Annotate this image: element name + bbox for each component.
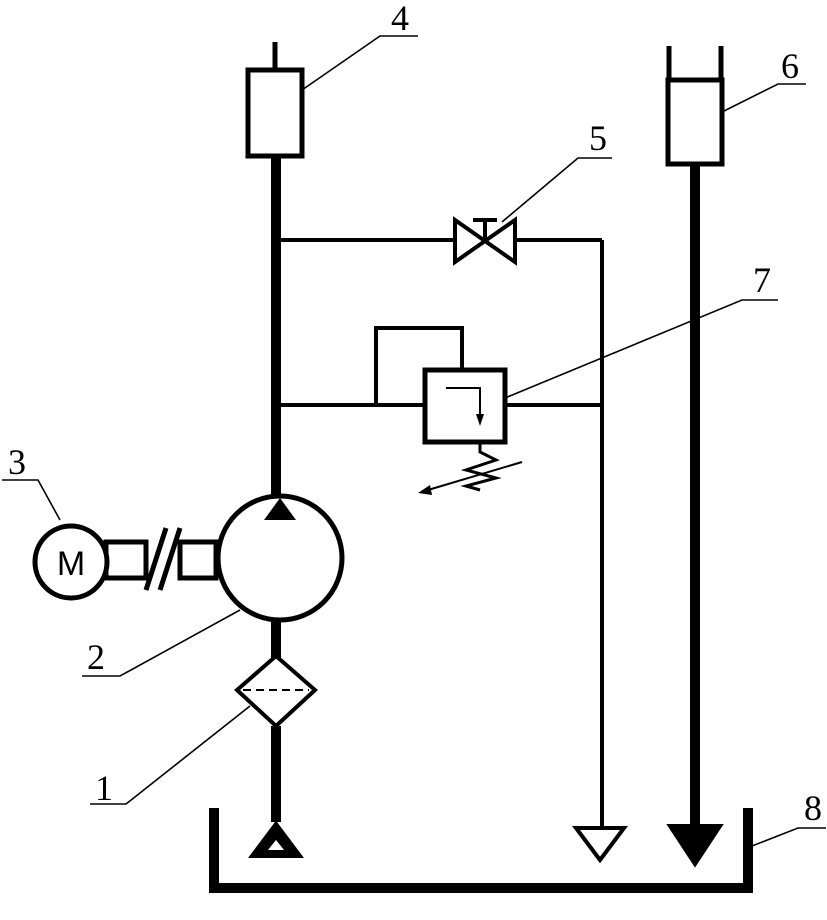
leader-5: [501, 157, 612, 223]
leader-1: [90, 705, 251, 805]
cylinder-4: [245, 42, 305, 159]
callout-1: 1: [95, 768, 113, 808]
cylinder-4-body: [245, 67, 305, 159]
callout-4: 4: [391, 0, 409, 38]
filter-1: [234, 653, 318, 729]
coupling-link-a: [143, 527, 169, 591]
valve-5-left-triangle: [453, 216, 489, 266]
cylinder-6-body: [665, 77, 725, 167]
pump-2: [215, 493, 345, 623]
leader-6: [721, 83, 806, 113]
relief-valve-7-pilot-line: [374, 326, 464, 405]
relief-valve-7-arrow-head: [476, 414, 484, 426]
leader-2: [82, 609, 241, 677]
suction-inlet-inner: [268, 840, 284, 850]
leader-3: [2, 479, 61, 521]
cylinder-6: [665, 46, 725, 167]
callout-7: 7: [753, 260, 771, 300]
motor-3-body: [32, 523, 110, 601]
leader-8: [751, 827, 826, 847]
valve-5-right-triangle: [481, 216, 517, 266]
motor-3: M: [32, 523, 110, 601]
tank-8: [209, 808, 753, 893]
leader-7: [504, 299, 778, 399]
relief-valve-7: [374, 326, 523, 495]
cylinder-6-drain-outlet: [666, 824, 724, 868]
relief-valve-7-body: [422, 367, 508, 445]
callout-8: 8: [804, 788, 822, 828]
motor-3-letter: M: [57, 545, 85, 583]
coupling-right-half: [177, 539, 219, 581]
leader-4: [301, 35, 418, 91]
callout-5: 5: [589, 118, 607, 158]
coupling-left-half: [103, 539, 149, 581]
relief-valve-7-spring: [460, 442, 502, 492]
relief-valve-7-adjust-arrow: [427, 461, 523, 491]
return-line-outlet: [572, 826, 628, 864]
callout-3: 3: [8, 442, 26, 482]
valve-5: [453, 216, 517, 266]
coupling: [103, 527, 219, 591]
relief-valve-7-flow-arrow: [446, 387, 481, 418]
pump-2-direction-triangle: [264, 498, 296, 520]
callout-6: 6: [781, 46, 799, 86]
relief-valve-7-adjust-arrow-head: [418, 485, 432, 495]
callout-2: 2: [87, 637, 105, 677]
coupling-link-b: [157, 527, 183, 591]
